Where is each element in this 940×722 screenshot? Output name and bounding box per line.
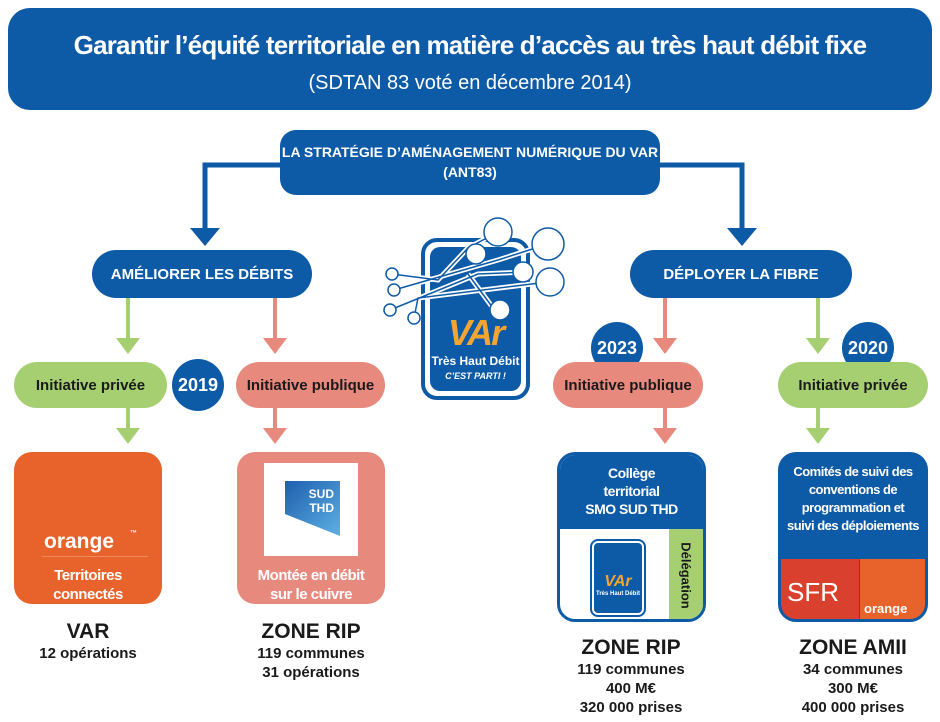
stat-line: 119 communes — [577, 661, 685, 678]
sfr-logo: SFR — [781, 559, 859, 619]
orange-logo-small: orange — [860, 559, 925, 619]
page-title: Garantir l’équité territoriale en matièr… — [73, 30, 867, 60]
zone-label: VAR — [66, 620, 110, 643]
arrow-left-line — [202, 162, 282, 232]
left-private-initiative: Initiative privée — [14, 362, 167, 408]
year-badge-2019: 2019 — [172, 359, 224, 411]
stat-line: 12 opérations — [39, 645, 137, 662]
logo-brand: VAr — [447, 312, 505, 353]
zone-rip-left-stats: ZONE RIP 119 communes 31 opérations — [211, 620, 411, 682]
stat-line: 34 communes — [802, 661, 904, 678]
title-banner: Garantir l’équité territoriale en matièr… — [8, 8, 932, 110]
var-mini-logo: VAr Très Haut Débit — [590, 539, 646, 617]
zone-amii-stats: ZONE AMII 34 communes 300 M€ 400 000 pri… — [753, 636, 940, 717]
stat-line: 400 000 prises — [801, 699, 905, 716]
arrow-head — [190, 228, 220, 246]
zone-label: ZONE AMII — [799, 636, 907, 659]
stat-line: 300 M€ — [827, 680, 879, 697]
stat-line: 320 000 prises — [579, 699, 683, 716]
stat-line: 400 M€ — [605, 680, 657, 697]
strategy-line2: (ANT83) — [443, 164, 497, 180]
deploy-fiber-pill: DÉPLOYER LA FIBRE — [630, 250, 852, 298]
zone-label: ZONE RIP — [261, 620, 361, 643]
logo-tagline: Très Haut Débit — [431, 354, 520, 368]
left-public-initiative: Initiative publique — [236, 362, 385, 408]
stat-line: 31 opérations — [262, 664, 360, 681]
arrow-head — [727, 228, 757, 246]
arrow-right-line — [658, 162, 745, 232]
logo-slogan: C’EST PARTI ! — [445, 371, 506, 381]
stat-line: 119 communes — [257, 645, 365, 662]
var-thd-logo: VAr Très Haut Débit C’EST PARTI ! — [378, 210, 568, 400]
var-stats: VAR 12 opérations — [0, 620, 188, 663]
right-public-initiative: Initiative publique — [553, 362, 703, 408]
zone-rip-right-stats: ZONE RIP 119 communes 400 M€ 320 000 pri… — [531, 636, 731, 717]
delegation-strip: Délégation — [669, 529, 703, 619]
page-subtitle: (SDTAN 83 voté en décembre 2014) — [308, 72, 632, 94]
strategy-box: LA STRATÉGIE D’AMÉNAGEMENT NUMÉRIQUE DU … — [280, 130, 660, 195]
right-private-initiative: Initiative privée — [778, 362, 928, 408]
circuit-icon — [383, 217, 565, 400]
improve-speeds-pill: AMÉLIORER LES DÉBITS — [92, 250, 312, 298]
zone-label: ZONE RIP — [581, 636, 681, 659]
trademark: ™ — [130, 530, 137, 537]
strategy-line1: LA STRATÉGIE D’AMÉNAGEMENT NUMÉRIQUE DU … — [281, 144, 659, 160]
orange-logo: orange — [44, 530, 115, 553]
